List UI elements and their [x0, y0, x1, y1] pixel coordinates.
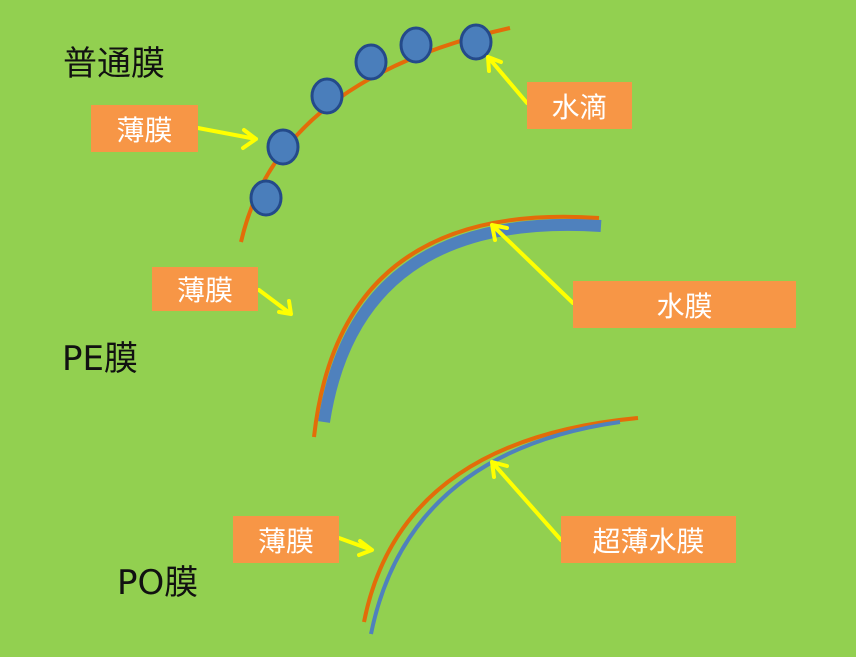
arrow-to-droplet	[486, 55, 529, 105]
normal-film-label: 薄膜	[91, 105, 198, 152]
pe-film-title: PE膜	[62, 339, 138, 379]
arrow-to-film-po	[337, 536, 374, 557]
pe-film-curve	[312, 214, 600, 438]
water-droplet	[354, 43, 388, 81]
ultrathin-water-film-label: 超薄水膜	[561, 516, 736, 563]
pe-film-label: 薄膜	[152, 267, 258, 311]
normal-arrows	[196, 55, 529, 150]
water-droplets	[249, 23, 493, 217]
arrow-to-water-film	[490, 223, 575, 305]
po-arrows	[337, 460, 563, 557]
pe-water-film-curve	[318, 218, 602, 423]
water-droplet	[266, 128, 300, 166]
po-film-title: PO膜	[117, 563, 199, 603]
po-film-label: 薄膜	[233, 516, 339, 563]
po-film-curve	[362, 416, 639, 623]
po-water-film-curve	[369, 420, 621, 635]
water-droplet	[459, 23, 493, 61]
arrow-to-film-pe	[257, 288, 293, 316]
water-droplet	[310, 77, 344, 115]
arrow-to-film-normal	[196, 126, 258, 150]
pe-arrows	[257, 223, 575, 316]
water-droplet	[399, 26, 433, 64]
water-film-label: 水膜	[573, 281, 796, 328]
water-droplet	[249, 179, 283, 217]
normal-film-title: 普通膜	[63, 44, 165, 84]
water-droplet-label: 水滴	[527, 82, 632, 129]
arrow-to-ultrathin-water-film	[490, 460, 563, 542]
